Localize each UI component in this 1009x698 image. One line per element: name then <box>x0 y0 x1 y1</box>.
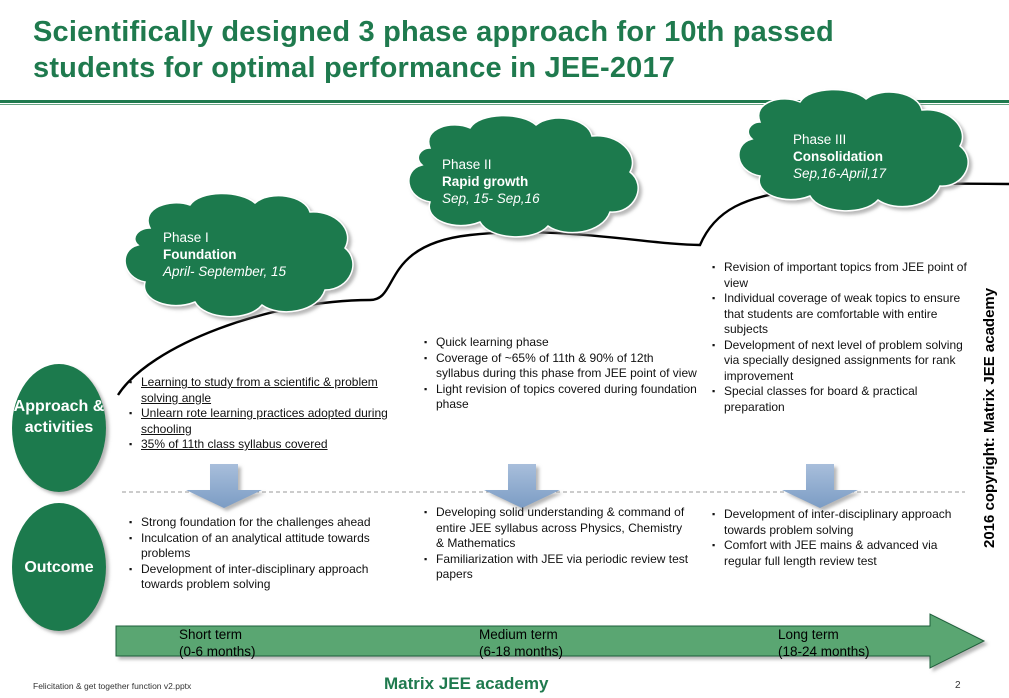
approach-label: Approach & activities <box>13 398 105 436</box>
outcome-label: Outcome <box>24 559 94 576</box>
down-arrow-3 <box>782 464 858 508</box>
approach-list-phase-2: Quick learning phase Coverage of ~65% of… <box>422 335 697 413</box>
list-item: Special classes for board & practical pr… <box>710 384 980 415</box>
outcome-list-phase-3: Development of inter-disciplinary approa… <box>710 507 978 569</box>
title-divider-thin <box>0 104 1009 105</box>
page-number: 2 <box>955 680 961 691</box>
phase-2-name: Rapid growth <box>442 174 529 189</box>
list-item: Developing solid understanding & command… <box>422 505 692 552</box>
term-long: Long term (18-24 months) <box>778 626 870 660</box>
term-medium-name: Medium term <box>479 627 558 642</box>
outcome-list-phase-1: Strong foundation for the challenges ahe… <box>127 515 397 593</box>
term-long-range: (18-24 months) <box>778 644 870 659</box>
list-item: Quick learning phase <box>422 335 697 351</box>
approach-list-phase-1: Learning to study from a scientific & pr… <box>127 375 399 453</box>
phase-1-name: Foundation <box>163 247 237 262</box>
phase-2-text: Phase II Rapid growth Sep, 15- Sep,16 <box>442 156 540 207</box>
slide-title: Scientifically designed 3 phase approach… <box>33 16 834 84</box>
list-item: Individual coverage of weak topics to en… <box>710 291 980 338</box>
list-item: Development of inter-disciplinary approa… <box>710 507 978 538</box>
list-item: Familiarization with JEE via periodic re… <box>422 552 692 583</box>
list-item: Unlearn rote learning practices adopted … <box>127 406 399 437</box>
phase-1-dates: April- September, 15 <box>163 264 287 279</box>
phase-3-dates: Sep,16-April,17 <box>793 166 887 181</box>
list-item: Light revision of topics covered during … <box>422 382 697 413</box>
list-item: Coverage of ~65% of 11th & 90% of 12th s… <box>422 351 697 382</box>
outcome-list-phase-2: Developing solid understanding & command… <box>422 505 692 583</box>
term-medium-range: (6-18 months) <box>479 644 564 659</box>
phase-2-label: Phase II <box>442 157 492 172</box>
phase-1-text: Phase I Foundation April- September, 15 <box>163 229 286 280</box>
cloud-phase-1 <box>124 192 354 318</box>
phase-3-name: Consolidation <box>793 149 883 164</box>
list-item: Development of inter-disciplinary approa… <box>127 562 397 593</box>
cloud-phase-2 <box>408 114 639 238</box>
list-item: Revision of important topics from JEE po… <box>710 260 980 291</box>
phase-3-text: Phase III Consolidation Sep,16-April,17 <box>793 131 886 182</box>
approach-list-phase-3: Revision of important topics from JEE po… <box>710 260 980 415</box>
list-item: Inculcation of an analytical attitude to… <box>127 531 397 562</box>
term-short-name: Short term <box>179 627 243 642</box>
term-short-range: (0-6 months) <box>179 644 256 659</box>
down-arrow-2 <box>484 464 560 508</box>
term-medium: Medium term (6-18 months) <box>479 626 563 660</box>
list-item: Learning to study from a scientific & pr… <box>127 375 399 406</box>
term-arrow <box>115 613 986 669</box>
copyright-text: 2016 copyright: Matrix JEE academy <box>981 287 998 548</box>
list-item: Development of next level of problem sol… <box>710 338 980 385</box>
list-item: Strong foundation for the challenges ahe… <box>127 515 397 531</box>
approach-circle <box>12 364 106 492</box>
footer-brand: Matrix JEE academy <box>384 674 549 693</box>
phase-1-label: Phase I <box>163 230 209 245</box>
list-item: Comfort with JEE mains & advanced via re… <box>710 538 978 569</box>
outcome-circle <box>12 503 106 631</box>
term-short: Short term (0-6 months) <box>179 626 256 660</box>
title-divider <box>0 100 1009 103</box>
cloud-phase-3 <box>738 88 969 212</box>
footer-filename: Felicitation & get together function v2.… <box>33 681 192 691</box>
list-item: 35% of 11th class syllabus covered <box>127 437 399 453</box>
term-long-name: Long term <box>778 627 839 642</box>
phase-2-dates: Sep, 15- Sep,16 <box>442 191 540 206</box>
down-arrow-1 <box>186 464 262 508</box>
phase-3-label: Phase III <box>793 132 847 147</box>
